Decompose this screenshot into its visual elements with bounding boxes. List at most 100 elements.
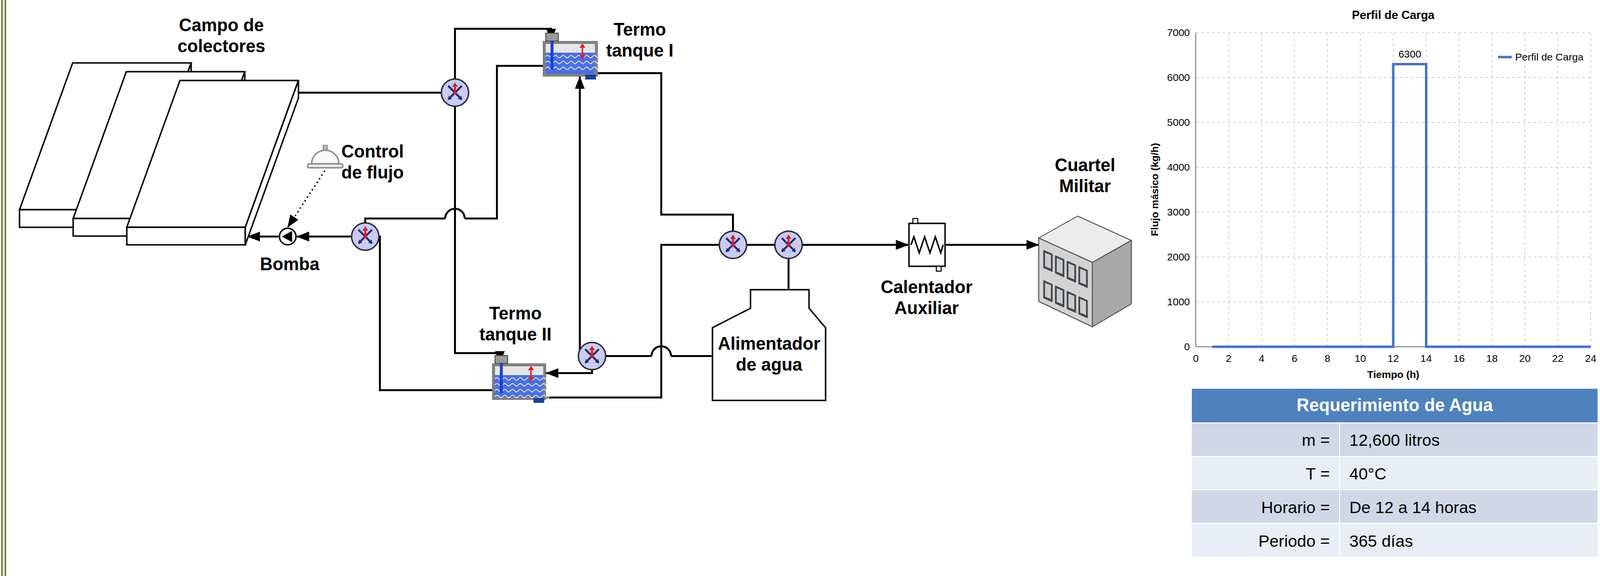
axis-title: Flujo másico (kg/h) [1148, 142, 1161, 237]
component-label: Campo de colectores [167, 14, 276, 57]
component-node: Alimentador de agua [711, 288, 827, 402]
grid-line [1590, 32, 1592, 347]
component-node: Termo tanque I [542, 40, 598, 77]
table-cell: 12,600 litros [1349, 430, 1440, 451]
component-label: Control de flujo [331, 140, 415, 183]
component-shape-part [281, 231, 293, 243]
data-table-part [1340, 423, 1598, 456]
axis-tick: 6000 [1166, 71, 1190, 84]
component-shape-part [1078, 266, 1088, 288]
component-shape-part [545, 61, 601, 64]
component-shape [492, 363, 547, 400]
axis-tick: 16 [1453, 352, 1465, 365]
data-table-part [1340, 490, 1598, 523]
data-table-part [1340, 523, 1598, 557]
legend-sample [1498, 56, 1512, 59]
grid-line [1326, 32, 1328, 347]
axis-tick: 18 [1486, 352, 1498, 365]
pipe-line [296, 65, 543, 237]
component-shape-part [1043, 250, 1053, 272]
component-shape-part [910, 236, 944, 253]
pipe-hop [445, 208, 672, 365]
axis-tick: 3000 [1166, 205, 1190, 218]
component-shape-part [912, 218, 918, 224]
component-label: Cuartel Militar [1036, 154, 1134, 197]
component-shape-part [1068, 263, 1075, 280]
component-shape-part [1055, 255, 1065, 277]
chart-title: Perfil de Carga [1351, 8, 1435, 23]
pipe-line [946, 243, 1039, 246]
pipe-line [296, 236, 493, 391]
table-cell: 40°C [1349, 463, 1387, 484]
component-shape-part [245, 80, 299, 245]
pipe-line [597, 73, 909, 245]
component-node: Bomba [278, 227, 297, 246]
pipe-hop-part [454, 209, 456, 228]
chart-part [1195, 32, 1197, 347]
grid-line [1557, 32, 1559, 347]
component-shape-part [533, 397, 545, 403]
axis-tick: 12 [1387, 352, 1399, 365]
component-shape-part [585, 74, 596, 80]
chart [1195, 32, 1591, 347]
table-cell: Horario = [1261, 497, 1330, 518]
component-shape-part [126, 227, 246, 245]
grid-line [1524, 32, 1526, 347]
component-label: Bomba [250, 253, 329, 275]
component-shape-part [494, 355, 508, 364]
component-shape-part [307, 163, 343, 168]
component-shape-part [936, 266, 942, 272]
chart-grid [1195, 32, 1591, 347]
page-frame-part [1, 0, 3, 576]
pipe-hop-part [651, 346, 672, 356]
valve-symbol-part [719, 231, 747, 259]
component-shape-part [311, 150, 339, 164]
component-shape-part [1080, 298, 1087, 316]
legend-label: Perfil de Carga [1515, 50, 1584, 63]
component-node: Control de flujo [304, 146, 347, 171]
component-shape-part [279, 228, 297, 245]
table-cell: m = [1301, 430, 1330, 451]
component-shape-part [712, 289, 826, 401]
grid-line [1491, 32, 1493, 347]
axis-tick: 10 [1354, 352, 1366, 365]
axis-tick: 4000 [1166, 160, 1190, 174]
axis-tick: 20 [1519, 352, 1531, 365]
axis-tick: 14 [1420, 352, 1432, 365]
table-cell: T = [1305, 463, 1330, 484]
pipe-line [247, 235, 279, 238]
axis-tick: 2 [1225, 352, 1232, 365]
axis-tick: 0 [1184, 340, 1190, 353]
grid-line [1228, 32, 1230, 347]
grid-line [1360, 32, 1362, 347]
pipe-hop-part [660, 347, 663, 365]
component-shape-part [528, 365, 534, 382]
component-shape-part [494, 389, 550, 393]
axis-tick: 6 [1291, 352, 1298, 365]
valve-symbol-part [351, 222, 379, 251]
component-shape-part [1066, 260, 1076, 283]
component-shape-part [1066, 291, 1076, 313]
table-cell: De 12 a 14 horas [1349, 497, 1477, 518]
component-shape-part [545, 55, 601, 59]
pipe-hop-part [445, 208, 465, 219]
data-table-part [1191, 423, 1340, 456]
component-shape-part [1038, 237, 1093, 327]
component-label: Termo tanque I [598, 19, 682, 61]
component-shape [19, 60, 248, 249]
page-frame-part [4, 0, 7, 576]
load-profile-line [1212, 63, 1591, 347]
component-label: Alimentador de agua [714, 333, 824, 376]
component-shape-part [1045, 252, 1051, 269]
component-shape-part [545, 67, 601, 70]
component-shape-part [550, 40, 554, 70]
data-table-part [1340, 456, 1598, 490]
component-shape [908, 222, 947, 268]
component-shape-part [1080, 268, 1087, 285]
axis-tick: 2000 [1166, 250, 1190, 263]
pipe-line [546, 355, 712, 374]
component-shape-part [494, 377, 550, 381]
axis-title: Tiempo (h) [1367, 368, 1420, 381]
component-shape-part [494, 383, 550, 387]
page-frame [1, 0, 6, 576]
